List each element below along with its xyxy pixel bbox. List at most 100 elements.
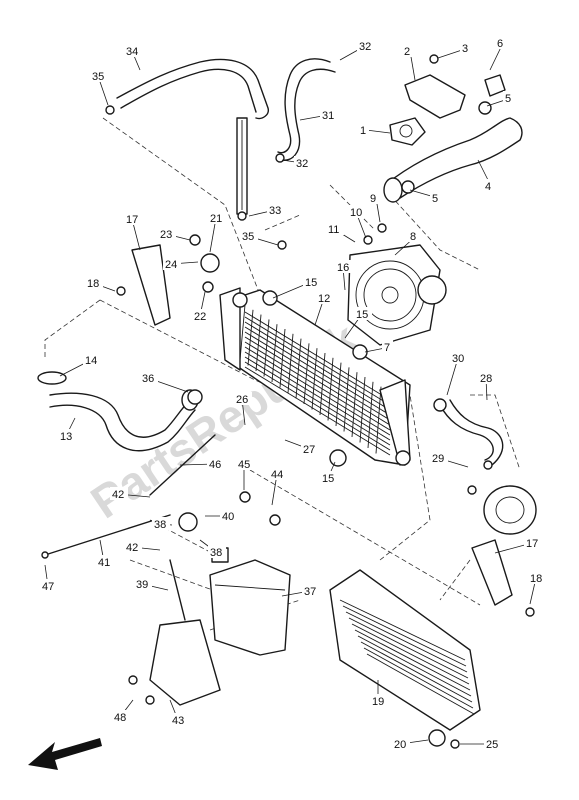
- callout-label-bg: [358, 123, 369, 136]
- callout-number: 3: [462, 43, 468, 55]
- callout-number: 29: [432, 453, 444, 465]
- callout-label-bg: [460, 41, 471, 54]
- callout-number: 47: [42, 581, 54, 593]
- callout-number: 35: [92, 71, 104, 83]
- callout-label-bg: [301, 442, 319, 455]
- callout-label-bg: [528, 571, 546, 584]
- callout-number: 24: [165, 259, 177, 271]
- callout-number: 26: [236, 394, 248, 406]
- radiator-fan-8: [347, 244, 447, 346]
- hose-4: [383, 117, 523, 203]
- callout-label-bg: [326, 222, 344, 235]
- callout-number: 23: [160, 229, 172, 241]
- callout-number: 5: [432, 193, 438, 205]
- callout-label-bg: [134, 577, 152, 590]
- callout-number: 15: [322, 473, 334, 485]
- front-arrow-icon: [28, 738, 102, 770]
- callout-label-bg: [320, 108, 338, 121]
- callout-label-bg: [267, 203, 285, 216]
- callout-label-bg: [124, 44, 142, 57]
- callout-number: 36: [142, 373, 154, 385]
- callout-number: 42: [112, 489, 124, 501]
- callout-number: 44: [271, 469, 283, 481]
- callout-number: 4: [485, 181, 491, 193]
- radiator-core: [219, 287, 411, 466]
- callout-number: 12: [318, 293, 330, 305]
- callout-label-bg: [302, 584, 320, 597]
- callout-number: 8: [410, 231, 416, 243]
- callout-number: 25: [486, 739, 498, 751]
- callout-label-bg: [320, 471, 338, 484]
- callout-label-bg: [269, 467, 287, 480]
- callout-label-bg: [58, 429, 76, 442]
- callout-number: 17: [526, 538, 538, 550]
- callout-label-bg: [158, 227, 176, 240]
- callout-label-bg: [524, 536, 542, 549]
- callout-label-bg: [483, 179, 494, 192]
- small-fasteners: [105, 54, 535, 749]
- rod-41: [41, 514, 171, 559]
- callout-number: 34: [126, 46, 138, 58]
- callout-label-bg: [90, 69, 108, 82]
- callout-number: 14: [85, 355, 97, 367]
- hose-28: [439, 399, 504, 466]
- callout-number: 17: [126, 214, 138, 226]
- callout-number: 28: [480, 373, 492, 385]
- callout-number: 38: [154, 519, 166, 531]
- callout-number: 46: [209, 459, 221, 471]
- callout-number: 10: [350, 207, 362, 219]
- callout-label-bg: [503, 91, 514, 104]
- callout-label-bg: [303, 275, 321, 288]
- callout-leader: [365, 129, 391, 134]
- callout-label-bg: [208, 545, 226, 558]
- callout-number: 43: [172, 715, 184, 727]
- callout-number: 32: [359, 41, 371, 53]
- callout-label-bg: [40, 579, 58, 592]
- reservoir-tank-37: [209, 547, 291, 656]
- callout-label-bg: [294, 156, 312, 169]
- callout-label-bg: [170, 713, 188, 726]
- callout-label-bg: [316, 291, 334, 304]
- callout-label-bg: [354, 307, 372, 320]
- callout-number: 11: [328, 224, 339, 236]
- callout-label-bg: [208, 211, 226, 224]
- cover-43: [149, 619, 221, 706]
- callout-number: 37: [304, 586, 316, 598]
- callout-number: 6: [497, 38, 503, 50]
- callout-number: 45: [238, 459, 250, 471]
- callout-number: 35: [242, 231, 254, 243]
- callout-number: 16: [337, 262, 349, 274]
- callout-number: 7: [384, 342, 390, 354]
- hose-34: [116, 58, 269, 215]
- callout-number: 5: [505, 93, 511, 105]
- callout-number: 39: [136, 579, 148, 591]
- callout-number: 41: [98, 557, 110, 569]
- callout-label-bg: [163, 257, 181, 270]
- callout-label-bg: [402, 44, 413, 57]
- callout-number: 22: [194, 311, 206, 323]
- callout-label-bg: [124, 212, 142, 225]
- callout-label-bg: [85, 276, 103, 289]
- hose-13: [37, 371, 199, 452]
- callout-number: 9: [370, 193, 376, 205]
- callout-label-bg: [207, 457, 225, 470]
- callout-number: 30: [452, 353, 464, 365]
- callout-number: 1: [360, 125, 366, 137]
- callout-leader: [446, 357, 459, 396]
- radiator-grille-19: [329, 569, 481, 731]
- callout-label-bg: [192, 309, 210, 322]
- callout-number: 15: [356, 309, 368, 321]
- callout-number: 33: [269, 205, 281, 217]
- callout-number: 38: [210, 547, 222, 559]
- callout-label-bg: [140, 371, 158, 384]
- callout-number: 31: [322, 110, 334, 122]
- callout-label-bg: [348, 205, 366, 218]
- callout-label-bg: [83, 353, 101, 366]
- callout-label-bg: [110, 487, 128, 500]
- callout-number: 27: [303, 444, 315, 456]
- callout-label-bg: [392, 737, 410, 750]
- callout-label-bg: [495, 36, 506, 49]
- callout-number: 48: [114, 712, 126, 724]
